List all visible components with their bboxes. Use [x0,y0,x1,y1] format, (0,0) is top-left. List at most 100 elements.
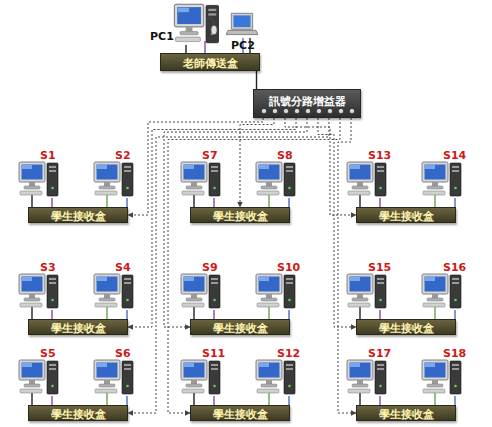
station-label: S17 [368,348,391,360]
splitter-box: 訊號分路增益器 [253,89,361,118]
student-pc-icon [347,162,386,196]
transmit-box: 老師傳送盒 [160,53,260,71]
signal-line [128,118,263,215]
student-pc-icon [422,274,461,308]
receiver-box: 學生接收盒 [28,405,128,421]
student-wire [434,195,435,207]
student-pc-icon [347,360,386,394]
student-wire [213,310,214,319]
student-pc-icon [19,162,58,196]
box-label: 學生接收盒 [51,408,106,422]
student-wires [32,195,455,405]
student-pc-icon [94,162,133,196]
station-label: S4 [115,262,131,274]
student-wire [51,198,52,207]
student-pc-icon [256,162,295,196]
student-wire [126,310,127,319]
station-label: S13 [368,150,391,162]
receiver-box: 學生接收盒 [190,319,290,335]
laptop-icon [226,13,258,34]
student-wire [51,310,52,319]
station-label: S9 [202,262,218,274]
link-line [256,71,257,89]
student-pc-icon [347,274,386,308]
student-pc-icon [94,360,133,394]
signal-line [318,118,356,327]
student-pc-icon [94,274,133,308]
box-label: 訊號分路增益器 [269,95,346,109]
station-label: S2 [115,150,131,162]
station-label: S15 [368,262,391,274]
student-wire [288,310,289,319]
student-pc-icon [19,360,58,394]
station-label: S18 [443,348,466,360]
student-wire [359,307,360,319]
student-wire [106,307,107,319]
box-label: 老師傳送盒 [183,57,238,71]
student-wire [193,307,194,319]
teacher-pc-icon [174,4,218,42]
student-wire [193,195,194,207]
student-wire [288,396,289,405]
student-wire [106,393,107,405]
station-label: S10 [277,262,300,274]
pc-wire [204,41,205,53]
student-pc-icon [181,274,220,308]
student-wire [359,195,360,207]
student-wire [379,310,380,319]
signal-line [168,118,340,413]
station-label: S7 [202,150,218,162]
student-wire [379,396,380,405]
student-wire [31,195,32,207]
student-wire [268,393,269,405]
station-label: S6 [115,348,131,360]
station-label: S11 [202,348,225,360]
student-wire [51,396,52,405]
student-wire [268,307,269,319]
box-label: 學生接收盒 [213,210,268,224]
student-wire [31,393,32,405]
student-wire [434,393,435,405]
signal-line [128,118,296,327]
box-label: 學生接收盒 [379,408,434,422]
signal-line [240,118,274,207]
student-pc-icon [181,162,220,196]
student-pc-icon [256,360,295,394]
receiver-box: 學生接收盒 [356,405,456,421]
student-wire [213,396,214,405]
station-label: S3 [40,262,56,274]
pc-label: PC2 [231,40,255,52]
pc-wire [185,45,186,53]
station-label: S1 [40,150,56,162]
station-label: S16 [443,262,466,274]
pc-label: PC1 [150,31,174,43]
student-wire [454,310,455,319]
box-label: 學生接收盒 [51,322,106,336]
box-label: 學生接收盒 [379,322,434,336]
student-wire [379,198,380,207]
student-pc-icon [19,274,58,308]
student-pc-icon [256,274,295,308]
signal-line [128,118,329,413]
student-wire [288,198,289,207]
student-wire [268,195,269,207]
receiver-box: 學生接收盒 [356,319,456,335]
station-label: S12 [277,348,300,360]
receiver-box: 學生接收盒 [28,319,128,335]
mouse-icon [211,26,217,35]
student-wire [31,307,32,319]
student-pc-icon [422,162,461,196]
station-label: S5 [40,348,56,360]
signal-line [285,118,356,215]
box-label: 學生接收盒 [51,210,106,224]
mouse-cord [206,18,214,25]
box-label: 學生接收盒 [379,210,434,224]
receiver-box: 學生接收盒 [28,207,128,223]
receiver-box: 學生接收盒 [356,207,456,223]
box-label: 學生接收盒 [213,322,268,336]
student-wire [454,198,455,207]
student-wire [434,307,435,319]
student-wire [126,396,127,405]
station-label: S14 [443,150,466,162]
